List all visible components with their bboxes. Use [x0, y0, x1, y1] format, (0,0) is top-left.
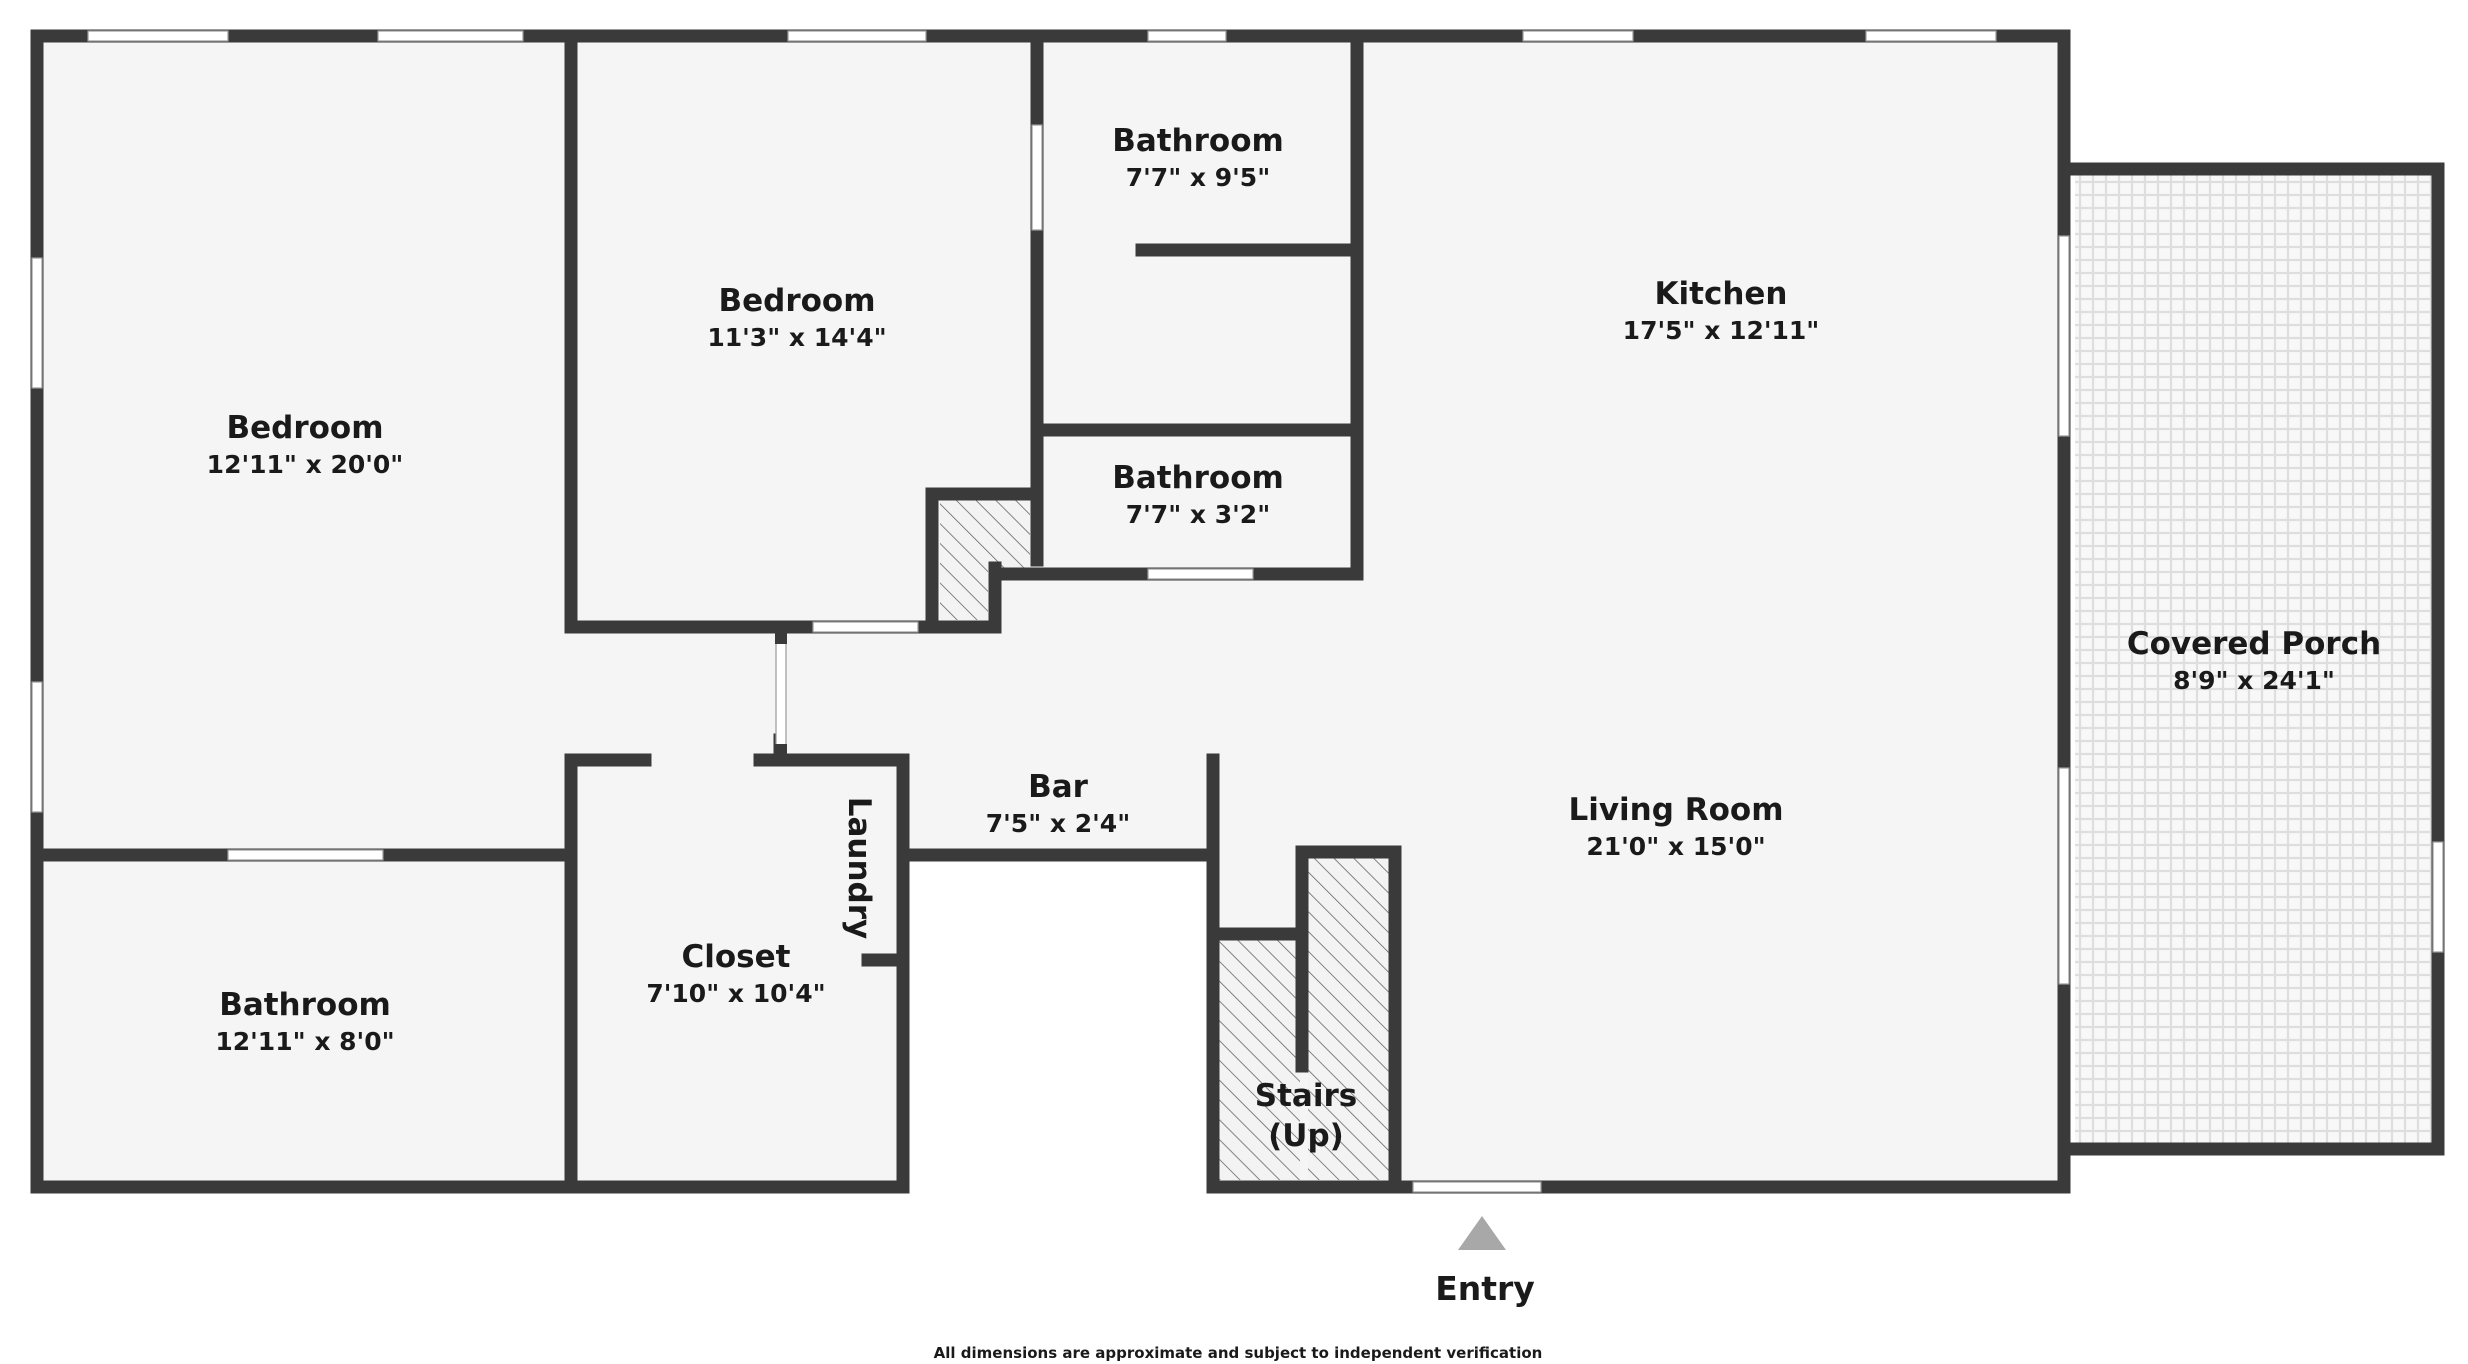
room-name-bathroom-3: Bathroom [219, 987, 391, 1023]
window [2432, 841, 2444, 953]
window [87, 30, 229, 42]
window [787, 30, 927, 42]
room-name-bedroom-2: Bedroom [718, 283, 875, 319]
entry-door [1412, 1181, 1542, 1193]
jamb [775, 630, 787, 644]
room-dim-kitchen: 17'5" x 12'11" [1623, 316, 1820, 345]
main-floor [37, 36, 2064, 1183]
walls [30, 29, 2445, 1194]
entry-arrow-icon [1458, 1216, 1506, 1250]
window [1031, 124, 1043, 231]
windows [31, 30, 2444, 1193]
room-name-living: Living Room [1568, 792, 1783, 828]
porch-floor [2075, 174, 2433, 1144]
room-dim-living: 21'0" x 15'0" [1586, 832, 1765, 861]
room-name-bathroom-2: Bathroom [1112, 460, 1284, 496]
window [1147, 568, 1254, 580]
room-name-kitchen: Kitchen [1654, 276, 1787, 312]
floor-fills [37, 36, 2064, 1183]
window [2058, 767, 2070, 985]
door-jambs [775, 630, 787, 758]
window [31, 257, 43, 389]
window [1522, 30, 1634, 42]
labels: Bedroom 12'11" x 20'0" Bedroom 11'3" x 1… [207, 123, 2381, 1362]
jamb [775, 744, 787, 758]
room-dim-bedroom-1: 12'11" x 20'0" [207, 450, 404, 479]
window [377, 30, 524, 42]
door-opening [775, 639, 787, 749]
room-name-closet: Closet [682, 939, 791, 975]
disclaimer-text: All dimensions are approximate and subje… [934, 1344, 1543, 1362]
room-dim-bathroom-3: 12'11" x 8'0" [215, 1027, 394, 1056]
room-dim-bar: 7'5" x 2'4" [986, 809, 1130, 838]
room-dim-bathroom-2: 7'7" x 3'2" [1126, 500, 1270, 529]
window [227, 849, 384, 861]
room-name-bathroom-1: Bathroom [1112, 123, 1284, 159]
room-dim-porch: 8'9" x 24'1" [2173, 666, 2335, 695]
room-name-laundry: Laundry [841, 797, 877, 940]
room-dim-bathroom-1: 7'7" x 9'5" [1126, 163, 1270, 192]
window [31, 681, 43, 813]
room-name-stairs: Stairs [1255, 1078, 1357, 1114]
room-name-bedroom-1: Bedroom [226, 410, 383, 446]
window [2058, 235, 2070, 437]
window [1147, 30, 1227, 42]
closet-hatch [940, 500, 1030, 620]
room-name-porch: Covered Porch [2127, 626, 2381, 662]
stairs-hatch-right [1308, 852, 1389, 1180]
room-dim-closet: 7'10" x 10'4" [646, 979, 825, 1008]
stairs-hatch-left [1219, 938, 1300, 1180]
room-name-bar: Bar [1028, 769, 1089, 805]
window [1865, 30, 1997, 42]
room-dim-bedroom-2: 11'3" x 14'4" [707, 323, 886, 352]
window [812, 621, 919, 633]
entry-label: Entry [1435, 1269, 1535, 1308]
room-note-stairs: (Up) [1268, 1118, 1344, 1154]
